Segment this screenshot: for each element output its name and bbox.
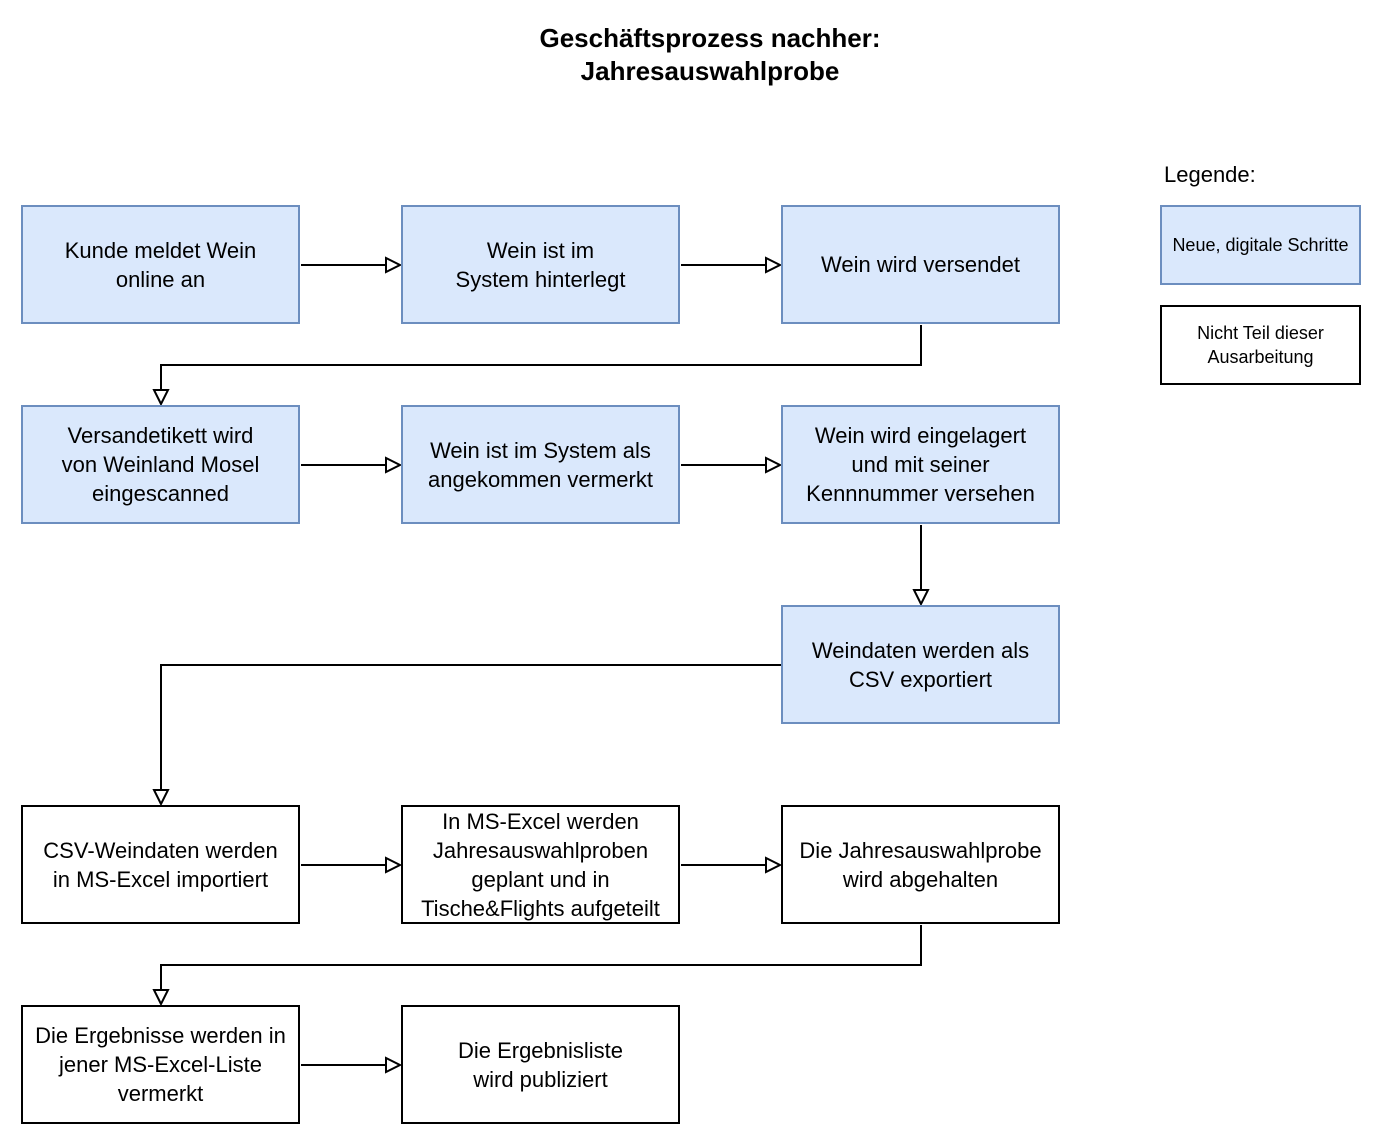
connector-s10-s11	[160, 925, 922, 992]
arrowhead-s10	[765, 856, 783, 874]
arrowhead-s6	[765, 456, 783, 474]
connector-s7-s8	[160, 664, 781, 792]
arrowhead-s7	[912, 589, 930, 607]
step-csv-import: CSV-Weindaten werden in MS-Excel importi…	[21, 805, 300, 924]
step-csv-export: Weindaten werden als CSV exportiert	[781, 605, 1060, 724]
step-wein-eingelagert: Wein wird eingelagert und mit seiner Ken…	[781, 405, 1060, 524]
step-ergebnisliste-publiziert: Die Ergebnisliste wird publiziert	[401, 1005, 680, 1124]
step-wein-im-system: Wein ist im System hinterlegt	[401, 205, 680, 324]
legend-not-part: Nicht Teil dieser Ausarbeitung	[1160, 305, 1361, 385]
step-wein-versendet: Wein wird versendet	[781, 205, 1060, 324]
arrowhead-s4	[152, 389, 170, 407]
arrowhead-s5	[385, 456, 403, 474]
arrowhead-s11	[152, 989, 170, 1007]
step-versandetikett-eingescanned: Versandetikett wird von Weinland Mosel e…	[21, 405, 300, 524]
arrowhead-s9	[385, 856, 403, 874]
arrowhead-s8	[152, 789, 170, 807]
step-probe-abgehalten: Die Jahresauswahlprobe wird abgehalten	[781, 805, 1060, 924]
connector-s3-s4	[160, 325, 922, 392]
arrowhead-s2	[385, 256, 403, 274]
arrowhead-s12	[385, 1056, 403, 1074]
diagram-title-line-1: Geschäftsprozess nachher:	[539, 23, 881, 53]
step-excel-planung: In MS-Excel werden Jahresauswahlproben g…	[401, 805, 680, 924]
step-ergebnisse-vermerkt: Die Ergebnisse werden in jener MS-Excel-…	[21, 1005, 300, 1124]
arrowhead-s3	[765, 256, 783, 274]
legend-digital-steps: Neue, digitale Schritte	[1160, 205, 1361, 285]
legend-title: Legende:	[1164, 162, 1256, 187]
step-kunde-meldet-wein: Kunde meldet Wein online an	[21, 205, 300, 324]
diagram-title-line-2: Jahresauswahlprobe	[580, 56, 840, 86]
step-wein-angekommen: Wein ist im System als angekommen vermer…	[401, 405, 680, 524]
